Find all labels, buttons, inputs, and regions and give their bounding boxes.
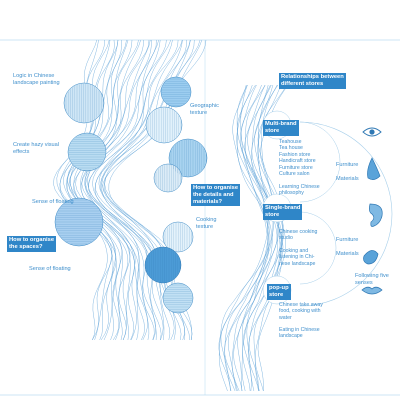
title-store-relationships: Relationships between different stores	[279, 73, 346, 89]
contour-line	[254, 84, 287, 392]
lips-icon	[361, 286, 383, 295]
contour-line	[92, 39, 173, 341]
question-details-materials: How to organise the details and material…	[191, 184, 241, 207]
contour-line	[218, 84, 269, 392]
label-chinese-landscape-logic: Logic in Chinese landscape painting	[13, 73, 60, 86]
contour-line	[81, 39, 151, 341]
aspect-furniture-2: Furniture	[336, 237, 359, 243]
contour-line	[67, 39, 121, 341]
contour-line	[101, 39, 187, 341]
texture-circle	[145, 106, 183, 144]
single-brand-landscape: Cooking and listening in Chi- nese lands…	[279, 248, 316, 267]
texture-circle	[160, 76, 192, 108]
eye-icon	[362, 127, 382, 137]
contour-line	[75, 39, 141, 341]
question-organise-spaces: How to organise the spaces?	[7, 236, 57, 252]
contour-line	[253, 84, 284, 392]
texture-circle	[144, 246, 182, 284]
contour-line	[69, 39, 129, 341]
store-single-brand: Single-brand store	[263, 204, 303, 220]
contour-line	[242, 84, 279, 392]
aspect-furniture: Furniture	[336, 162, 359, 168]
ear-icon	[368, 203, 383, 227]
label-hazy-visual-effects: Create hazy visual effects	[13, 142, 60, 155]
contour-line	[220, 84, 271, 392]
contour-line	[73, 39, 133, 341]
contour-line	[73, 39, 139, 341]
contour-line	[85, 40, 152, 341]
contour-line	[87, 39, 172, 341]
contour-line	[218, 84, 268, 392]
contour-line	[88, 39, 167, 341]
label-sense-of-floating: Sense of floating	[32, 199, 74, 205]
contour-line	[98, 39, 183, 341]
single-brand-studio: Chinese cooking studio	[279, 229, 318, 242]
contour-line	[94, 39, 179, 341]
store-multi-brand: Multi-brand store	[263, 120, 299, 136]
contour-line	[231, 84, 274, 392]
texture-circles	[54, 76, 208, 314]
contour-line	[87, 39, 161, 341]
contour-line	[246, 84, 282, 392]
texture-hatching	[55, 78, 207, 312]
label-sense-of-floating-2: Sense of floating	[29, 266, 71, 272]
tongue-icon	[363, 250, 379, 265]
texture-circle	[63, 82, 105, 124]
multi-brand-list: Teahouse Tea house Fashion store Handicr…	[279, 139, 316, 178]
store-arc	[299, 121, 393, 307]
contour-line	[237, 84, 278, 392]
aspect-materials: Materials	[336, 176, 359, 182]
label-geographic-texture: Geographic texture	[190, 103, 219, 116]
contour-line	[70, 39, 123, 341]
single-brand-philosophy: Learning Chinese philosophy	[279, 184, 320, 197]
contour-line	[233, 84, 274, 392]
label-cooking-texture: Cooking texture	[196, 217, 217, 230]
label-five-senses: Following five senses	[355, 273, 389, 286]
aspect-materials-2: Materials	[336, 251, 359, 257]
texture-circle	[67, 132, 107, 172]
store-arc-inner	[299, 211, 337, 285]
texture-circle	[153, 163, 183, 193]
store-arc-inner	[299, 121, 341, 203]
texture-circle	[162, 221, 194, 253]
texture-circle	[162, 282, 194, 314]
nose-icon	[367, 157, 381, 180]
popup-takeaway: Chinese take away food, cooking with wat…	[279, 302, 323, 321]
contour-line	[65, 39, 119, 341]
flowing-line-ribbon-right	[218, 84, 289, 392]
popup-eating: Eating in Chinese landscape	[279, 327, 320, 340]
contour-line	[257, 84, 289, 392]
store-popup: pop-up store	[267, 284, 291, 300]
